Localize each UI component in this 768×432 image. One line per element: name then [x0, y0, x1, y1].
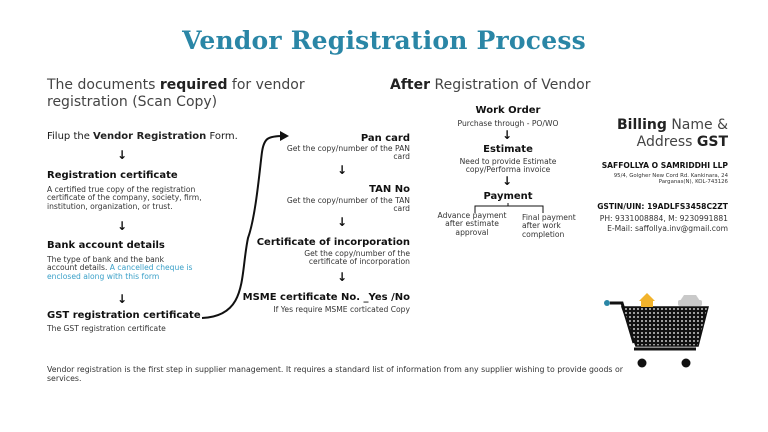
house-icon [639, 293, 655, 307]
down-arrow-icon: ↓ [337, 163, 348, 177]
billing-heading-bold2: GST [696, 134, 728, 150]
footer-note: Vendor registration is the first step in… [47, 365, 623, 383]
bank-title: Bank account details [47, 240, 165, 251]
tan-title: TAN No [369, 184, 410, 195]
left-header-bold: required [159, 77, 228, 93]
billing-phone: PH: 9331008884, M: 9230991881 [599, 214, 728, 223]
cart-icon [604, 293, 709, 368]
down-arrow-icon: ↓ [337, 270, 348, 284]
car-icon [678, 295, 702, 306]
down-arrow-icon: ↓ [117, 219, 128, 233]
reg-cert-title: Registration certificate [47, 170, 178, 181]
company-name: SAFFOLLYA O SAMRIDDHI LLP [601, 161, 728, 170]
right-header-rest: Registration of Vendor [430, 77, 591, 93]
page-title: Vendor Registration Process [182, 26, 586, 55]
billing-email: E-Mail: saffollya.inv@gmail.com [607, 224, 728, 233]
payment-advance-desc: Advance payment after estimate approval [437, 211, 507, 237]
bank-desc-text: The type of bank and the bank account de… [47, 255, 165, 273]
right-header-bold: After [390, 77, 431, 93]
coi-title: Certificate of incorporation [256, 237, 410, 248]
down-arrow-icon: ↓ [502, 128, 513, 142]
estimate-title: Estimate [483, 144, 533, 155]
billing-heading-bold1: Billing [617, 117, 667, 133]
right-section-header: After Registration of Vendor [390, 77, 590, 93]
left-header-post: for vendor registration (Scan Copy) [47, 77, 305, 110]
gst-title: GST registration certificate [47, 310, 201, 321]
gstin: GSTIN/UIN: 19ADLFS3458C2ZT [597, 202, 728, 211]
down-arrow-icon: ↓ [337, 215, 348, 229]
work-order-desc: Purchase through - PO/WO [457, 119, 559, 128]
intro-post: Form. [206, 131, 238, 142]
intro-pre: Filup the [47, 131, 94, 142]
estimate-desc: Need to provide Estimate copy/Performa i… [459, 157, 557, 175]
work-order-title: Work Order [475, 105, 541, 116]
bank-desc-note: A cancelled cheque is enclosed along wit… [47, 263, 193, 281]
intro-bold: Vendor Registration [93, 131, 207, 142]
gst-desc: The GST registration certificate [47, 324, 166, 333]
down-arrow-icon: ↓ [117, 148, 128, 162]
billing-heading-rest2: Address [636, 134, 697, 150]
tan-desc: Get the copy/number of the TAN card [286, 196, 410, 214]
pan-title: Pan card [360, 133, 410, 144]
down-arrow-icon: ↓ [502, 174, 513, 188]
payment-branch-connector [474, 203, 544, 213]
payment-title: Payment [483, 191, 533, 202]
msme-desc: If Yes require MSME corticated Copy [273, 305, 410, 314]
payment-final-desc: Final payment after work completion [522, 213, 576, 239]
left-section-header: The documents required for vendor regist… [47, 77, 367, 111]
intro-step: Filup the Vendor Registration Form. [47, 131, 238, 142]
coi-desc: Get the copy/number of the certificate o… [304, 249, 410, 267]
reg-cert-desc: A certified true copy of the registratio… [47, 185, 202, 211]
billing-heading-rest1: Name & [666, 117, 728, 133]
company-address: 95/4, Golgher New Cord Rd. Kankinara, 24… [613, 173, 728, 186]
pan-desc: Get the copy/number of the PAN card [286, 144, 410, 162]
down-arrow-icon: ↓ [117, 292, 128, 306]
msme-title: MSME certificate No. _Yes /No [242, 292, 410, 303]
billing-heading: Billing Name & Address GST [598, 117, 728, 151]
left-header-pre: The documents [47, 77, 160, 93]
bank-desc: The type of bank and the bank account de… [47, 255, 195, 281]
connector-curve [201, 131, 289, 319]
